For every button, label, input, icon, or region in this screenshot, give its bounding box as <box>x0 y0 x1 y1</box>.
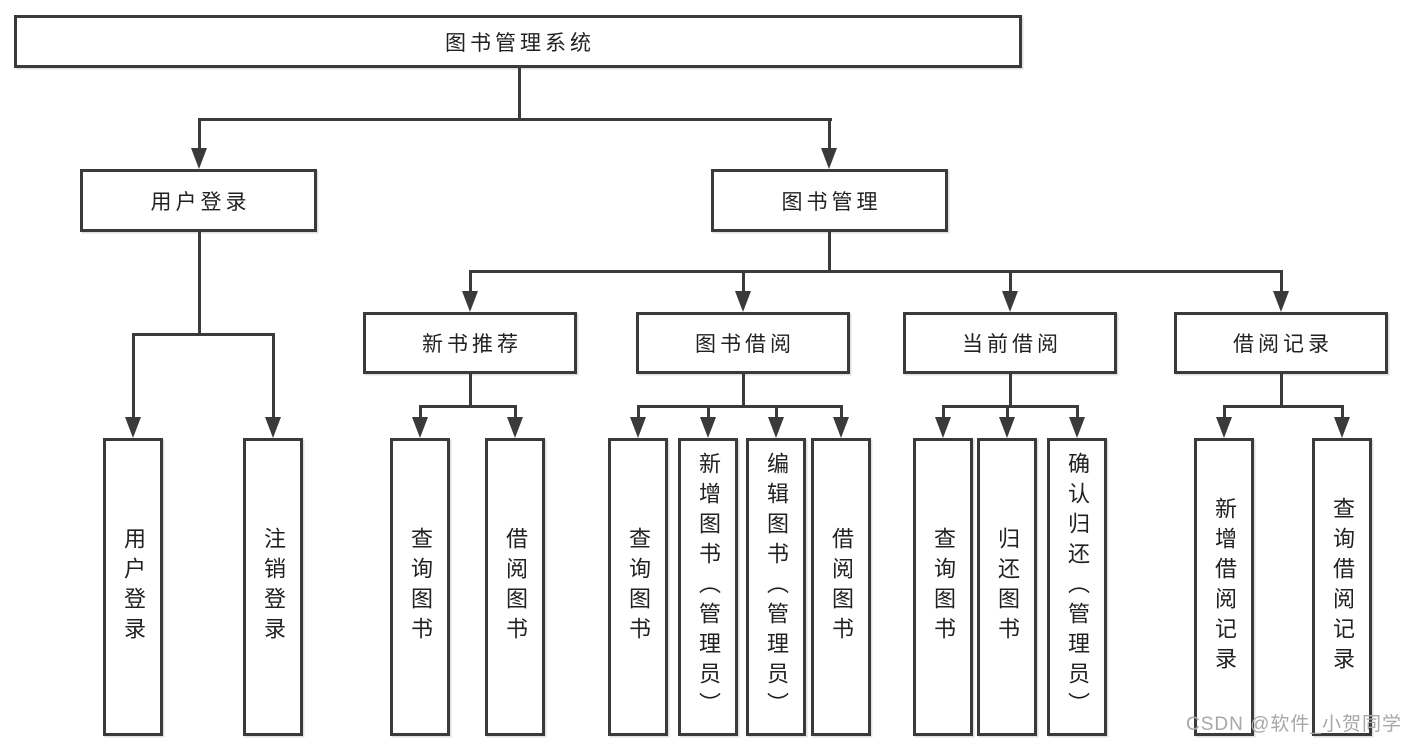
arrowhead-borrow-record <box>1273 291 1289 312</box>
arrowhead-new-book-recommend <box>462 291 478 312</box>
edge-root-stem <box>517 66 521 121</box>
edge-userlogin-bar <box>131 333 275 336</box>
node-root: 图书管理系统 <box>14 15 1022 68</box>
arrowhead-cb-confirm <box>1069 417 1085 438</box>
arrowhead-bb-borrow <box>833 417 849 438</box>
edge-br-stem <box>1279 372 1283 407</box>
edge-bb-bar <box>636 405 843 408</box>
node-new-book-recommend: 新书推荐 <box>363 312 577 374</box>
arrowhead-rec-borrow <box>507 417 523 438</box>
node-book-management: 图书管理 <box>711 169 948 232</box>
arrowhead-rec-query <box>412 417 428 438</box>
node-borrow-record: 借阅记录 <box>1174 312 1388 374</box>
edge-drop-cb-return <box>1005 405 1009 419</box>
edge-rec-stem <box>468 372 472 407</box>
edge-drop-br-add <box>1222 405 1226 419</box>
leaf-cb-return-book: 归还图书 <box>977 438 1037 736</box>
edge-br-bar <box>1222 405 1344 408</box>
leaf-bb-add-book-admin: 新增图书（管理员） <box>678 438 738 736</box>
leaf-user-login: 用户登录 <box>103 438 163 736</box>
leaf-bb-borrow-book: 借阅图书 <box>811 438 871 736</box>
arrowhead-leaf-logout <box>265 417 281 438</box>
edge-drop-bb-borrow <box>839 405 843 419</box>
leaf-br-add-record: 新增借阅记录 <box>1194 438 1254 736</box>
leaf-rec-borrow-book: 借阅图书 <box>485 438 545 736</box>
arrowhead-bb-query <box>630 417 646 438</box>
edge-drop-cb-query <box>941 405 945 419</box>
leaf-cb-confirm-return-admin: 确认归还（管理员） <box>1047 438 1107 736</box>
edge-root-bar <box>197 118 832 121</box>
node-current-borrow: 当前借阅 <box>903 312 1117 374</box>
edge-drop-rec-query <box>418 405 422 419</box>
edge-drop-book-management <box>827 118 831 150</box>
leaf-br-query-record: 查询借阅记录 <box>1312 438 1372 736</box>
edge-cb-bar <box>941 405 1079 408</box>
edge-drop-bb-query <box>636 405 640 419</box>
edge-userlogin-stem <box>197 230 201 335</box>
arrowhead-leaf-user-login <box>125 417 141 438</box>
edge-drop-leaf-logout <box>271 333 275 419</box>
edge-drop-bb-add <box>706 405 710 419</box>
arrowhead-user-login <box>191 148 207 169</box>
leaf-bb-query-book: 查询图书 <box>608 438 668 736</box>
edge-drop-borrow-record <box>1279 270 1283 293</box>
edge-drop-rec-borrow <box>513 405 517 419</box>
arrowhead-br-add <box>1216 417 1232 438</box>
arrowhead-book-borrow <box>735 291 751 312</box>
leaf-cb-query-book: 查询图书 <box>913 438 973 736</box>
edge-drop-br-query <box>1340 405 1344 419</box>
node-user-login: 用户登录 <box>80 169 317 232</box>
arrowhead-book-management <box>821 148 837 169</box>
edge-drop-current-borrow <box>1008 270 1012 293</box>
leaf-bb-edit-book-admin: 编辑图书（管理员） <box>746 438 806 736</box>
csdn-watermark: CSDN @软件_小贺同学 <box>1186 714 1402 735</box>
edge-rec-bar <box>418 405 517 408</box>
edge-drop-book-borrow <box>741 270 745 293</box>
edge-bb-stem <box>741 372 745 407</box>
arrowhead-bb-add <box>700 417 716 438</box>
edge-drop-user-login <box>197 118 201 150</box>
edge-cb-stem <box>1008 372 1012 407</box>
edge-drop-new-book-recommend <box>468 270 472 293</box>
leaf-logout: 注销登录 <box>243 438 303 736</box>
arrowhead-cb-return <box>999 417 1015 438</box>
edge-drop-leaf-user-login <box>131 333 135 419</box>
leaf-rec-query-book: 查询图书 <box>390 438 450 736</box>
arrowhead-cb-query <box>935 417 951 438</box>
edge-bookmgmt-stem <box>827 230 831 272</box>
arrowhead-bb-edit <box>768 417 784 438</box>
arrowhead-current-borrow <box>1002 291 1018 312</box>
edge-drop-cb-confirm <box>1075 405 1079 419</box>
edge-bookmgmt-bar <box>468 270 1283 273</box>
node-book-borrow: 图书借阅 <box>636 312 850 374</box>
edge-drop-bb-edit <box>774 405 778 419</box>
arrowhead-br-query <box>1334 417 1350 438</box>
